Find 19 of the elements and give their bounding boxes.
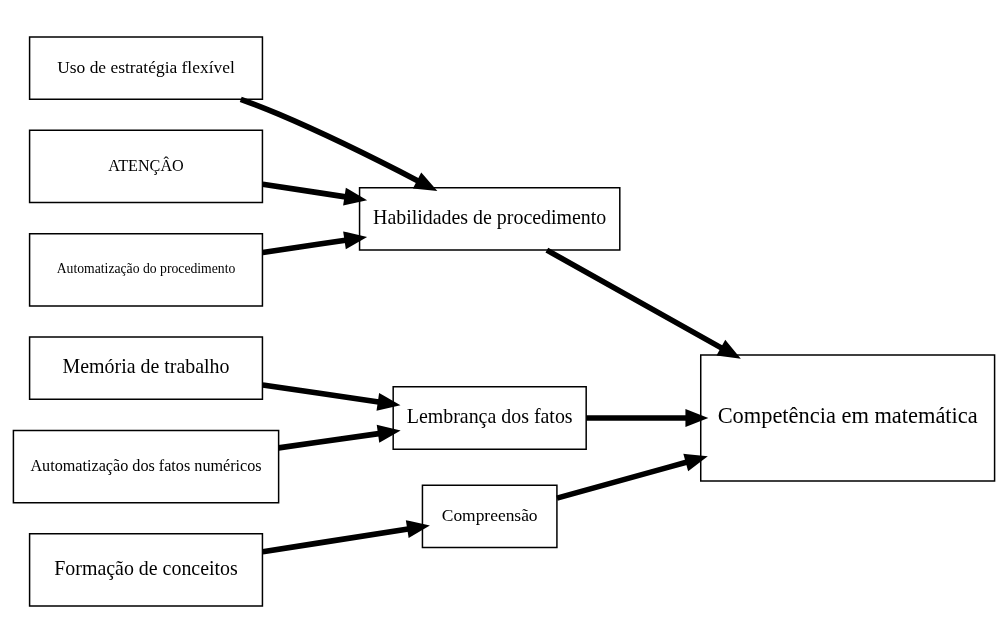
node-box: Compreensão [421,484,558,548]
node-box: Memória de trabalho [28,335,264,400]
node-box: Habilidades de procedimento [358,186,621,251]
arrow [586,408,709,427]
arrow [262,381,401,411]
node-box: Formação de conceitos [28,532,264,607]
arrow [556,453,708,501]
node-box: Automatização do procedimento [28,232,264,307]
arrow [262,519,430,555]
node-box: Lembrança dos fatos [392,385,587,450]
node-box: Automatização dos fatos numéricos [12,429,280,503]
arrow [545,247,741,359]
node-box: Competência em matemática [700,353,996,482]
arrow [239,96,438,191]
node-box: Uso de estratégia flexível [28,35,264,100]
arrow [278,424,401,451]
node-box: ATENÇÂO [28,129,264,203]
arrow [262,230,368,255]
arrow [262,180,368,206]
